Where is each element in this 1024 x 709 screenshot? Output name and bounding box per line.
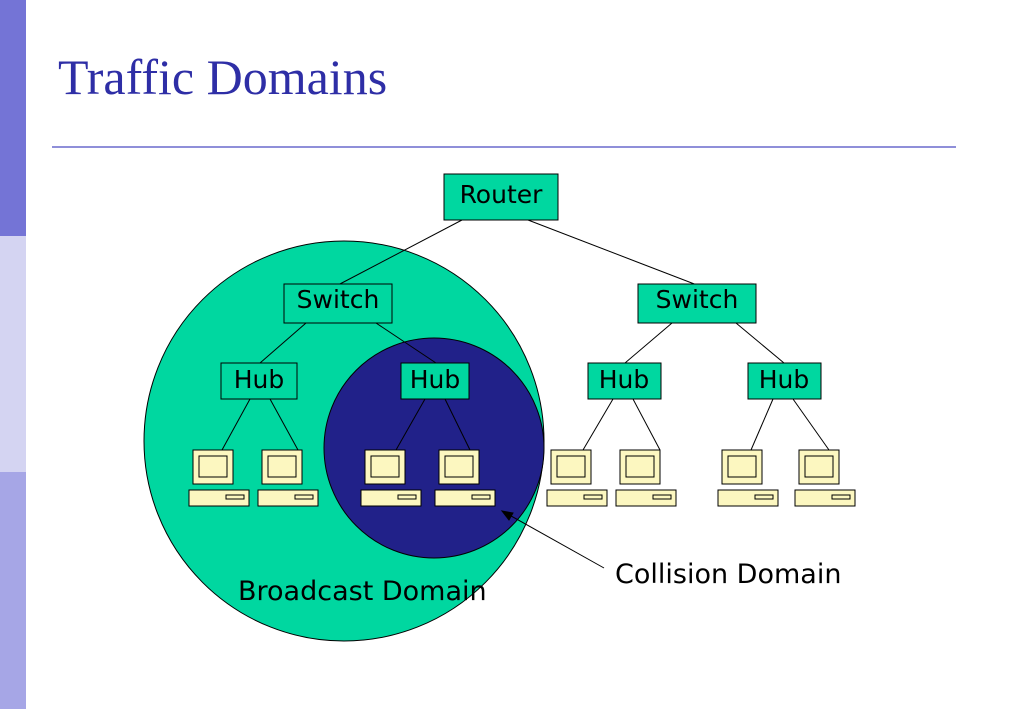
link-hub-1-pc-2 — [269, 398, 299, 451]
link-hub-4-pc-7 — [750, 398, 774, 451]
hub-2-label: Hub — [410, 365, 461, 394]
title-divider — [52, 146, 956, 148]
hub-2-node: Hub — [400, 362, 470, 400]
link-router-switch-left — [337, 219, 463, 286]
collision-domain-arrow-icon — [500, 510, 605, 569]
hub-4-label: Hub — [759, 365, 810, 394]
link-hub-1-pc-1 — [221, 398, 251, 451]
router-label: Router — [460, 180, 544, 209]
hub-1-node: Hub — [220, 362, 298, 400]
link-hub-2-pc-4 — [444, 398, 471, 451]
link-switch-right-hub-3 — [624, 322, 673, 364]
router-node: Router — [443, 173, 559, 221]
link-hub-4-pc-8 — [792, 398, 830, 451]
switch-right-label: Switch — [656, 285, 739, 314]
hub-3-node: Hub — [587, 362, 662, 400]
page-title: Traffic Domains — [58, 49, 388, 105]
link-hub-2-pc-3 — [395, 398, 426, 451]
sidebar-accent — [0, 0, 26, 709]
broadcast-domain-label: Broadcast Domain — [238, 576, 487, 607]
link-switch-left-hub-2 — [375, 322, 437, 364]
computer-icon — [717, 449, 779, 507]
hub-1-label: Hub — [234, 365, 285, 394]
sidebar-block-top — [0, 0, 26, 236]
hub-3-label: Hub — [599, 365, 650, 394]
collision-domain-label: Collision Domain — [615, 559, 841, 590]
connection-lines — [221, 219, 830, 451]
link-hub-3-pc-5 — [582, 398, 614, 451]
switch-right-node: Switch — [637, 283, 757, 324]
link-router-switch-right — [527, 219, 698, 286]
computer-icon — [794, 449, 856, 507]
switch-left-node: Switch — [283, 283, 393, 324]
link-switch-right-hub-4 — [735, 322, 785, 364]
link-hub-3-pc-6 — [632, 398, 661, 451]
hub-4-node: Hub — [747, 362, 822, 400]
computer-icon — [615, 449, 677, 507]
link-switch-left-hub-1 — [259, 322, 307, 364]
computer-icon — [546, 449, 608, 507]
switch-left-label: Switch — [297, 285, 380, 314]
sidebar-block-middle — [0, 236, 26, 472]
sidebar-block-bottom — [0, 472, 26, 709]
